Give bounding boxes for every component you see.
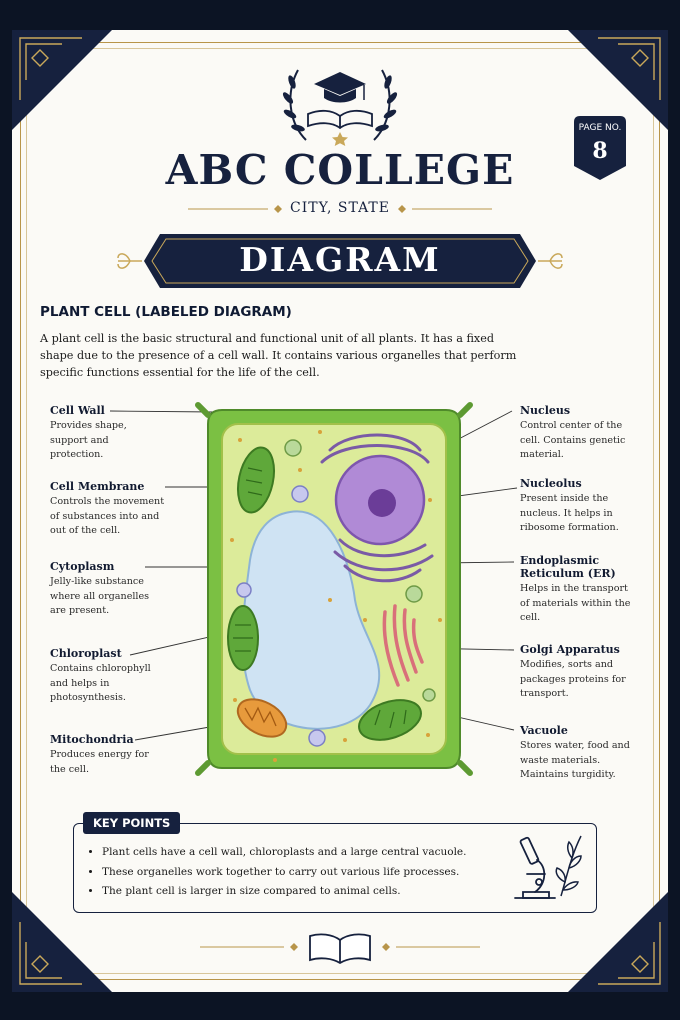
nucleolus bbox=[368, 489, 396, 517]
leaf-branch-icon bbox=[555, 835, 582, 897]
banner-title: DIAGRAM bbox=[239, 240, 441, 279]
label-cytoplasm: Cytoplasm Jelly-like substance where all… bbox=[50, 560, 150, 616]
college-logo bbox=[282, 69, 398, 146]
laurel-wreath-icon bbox=[282, 69, 398, 141]
label-nucleolus: Nucleolus Present inside the nucleus. It… bbox=[520, 477, 619, 533]
open-book-icon bbox=[307, 109, 373, 130]
open-book-icon bbox=[309, 933, 371, 965]
label-chloroplast: Chloroplast Contains chlorophyll and hel… bbox=[50, 647, 151, 703]
key-point-item: The plant cell is larger in size compare… bbox=[102, 882, 502, 902]
key-points-box bbox=[73, 823, 597, 913]
footer-ornament bbox=[200, 933, 480, 965]
key-point-item: These organelles work together to carry … bbox=[102, 863, 502, 883]
key-points-title: KEY POINTS bbox=[83, 812, 181, 834]
chloroplast bbox=[227, 446, 422, 741]
page-number-badge bbox=[574, 116, 626, 180]
page-number-label: PAGE NO. bbox=[578, 123, 622, 133]
label-cell-wall: Cell Wall Provides shape, support and pr… bbox=[50, 404, 127, 460]
key-points-list: Plant cells have a cell wall, chloroplas… bbox=[86, 843, 502, 902]
label-endoplasmic-reticulum: Endoplasmic Reticulum (ER) Helps in the … bbox=[520, 554, 631, 623]
key-point-item: Plant cells have a cell wall, chloroplas… bbox=[102, 843, 502, 863]
mitochondria bbox=[236, 698, 288, 738]
golgi-apparatus bbox=[382, 604, 424, 687]
label-nucleus: Nucleus Control center of the cell. Cont… bbox=[520, 404, 626, 460]
label-cell-membrane: Cell Membrane Controls the movement of s… bbox=[50, 480, 165, 536]
label-mitochondria: Mitochondria Produces energy for the cel… bbox=[50, 733, 149, 775]
college-location: CITY, STATE bbox=[290, 200, 390, 216]
section-title: PLANT CELL (LABELED DIAGRAM) bbox=[40, 304, 292, 320]
page-number-value: 8 bbox=[592, 138, 608, 164]
label-vacuole: Vacuole Stores water, food and waste mat… bbox=[520, 724, 630, 780]
endoplasmic-reticulum bbox=[320, 433, 434, 583]
college-name: ABC COLLEGE bbox=[165, 146, 515, 194]
microscope-icon bbox=[514, 835, 582, 899]
section-intro: A plant cell is the basic structural and… bbox=[40, 332, 517, 379]
label-golgi-apparatus: Golgi Apparatus Modifies, sorts and pack… bbox=[520, 643, 626, 699]
small-organelles bbox=[236, 439, 436, 747]
diagram-banner bbox=[117, 234, 563, 288]
star-icon bbox=[332, 132, 348, 146]
ribosome-dots bbox=[230, 430, 442, 762]
corner-ornaments bbox=[12, 30, 668, 992]
inner-frame bbox=[26, 48, 654, 974]
subtitle-rule bbox=[188, 205, 492, 213]
graduation-cap-icon bbox=[314, 72, 366, 103]
outer-frame bbox=[20, 42, 660, 980]
